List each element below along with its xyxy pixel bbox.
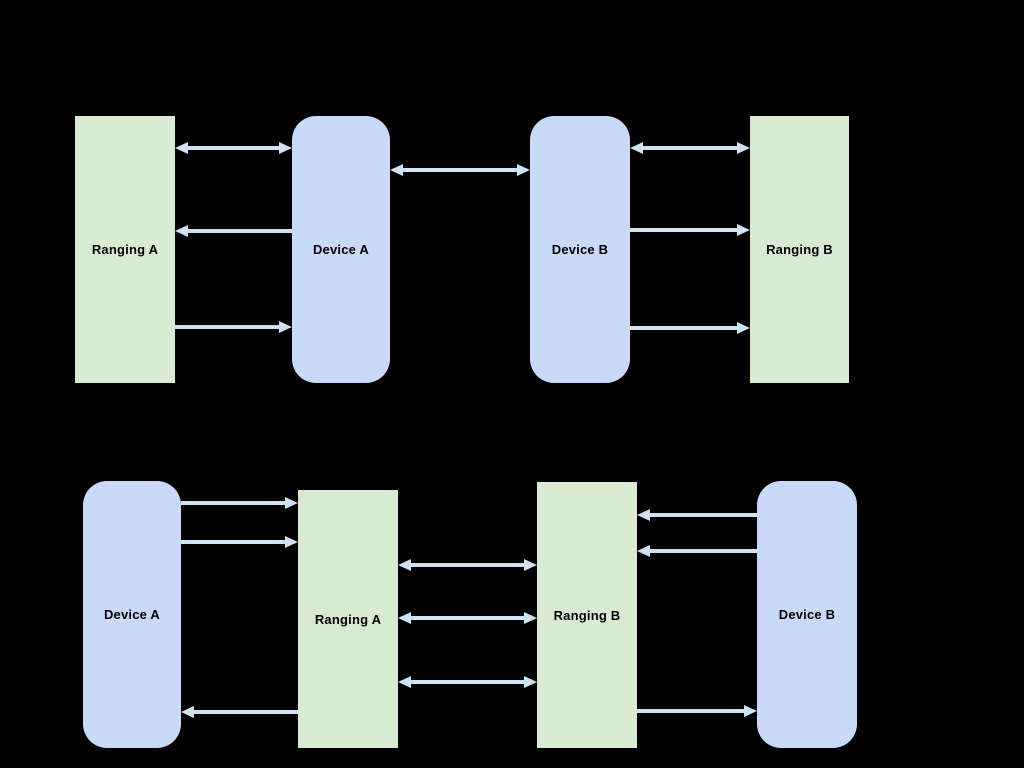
arrowhead-right-icon — [737, 224, 750, 236]
arrow-line — [181, 540, 289, 544]
arrowhead-left-icon — [175, 225, 188, 237]
node-label-device-b-top: Device B — [551, 242, 609, 257]
arrow-line — [184, 229, 292, 233]
arrow-device-a-bottom-to-ranging-a-bottom-7 — [181, 493, 298, 513]
arrowhead-left-icon — [637, 545, 650, 557]
arrowhead-left-icon — [630, 142, 643, 154]
arrowhead-right-icon — [737, 142, 750, 154]
node-device-b-bottom: Device B — [757, 481, 857, 748]
arrow-line — [184, 146, 283, 150]
arrow-line — [407, 680, 528, 684]
arrow-device-b-top-to-ranging-b-top-6 — [630, 318, 750, 338]
arrowhead-left-icon — [181, 706, 194, 718]
node-label-device-b-bottom: Device B — [778, 607, 836, 622]
node-device-a-top: Device A — [292, 116, 390, 383]
arrowhead-right-icon — [279, 321, 292, 333]
arrow-line — [646, 513, 757, 517]
node-label-device-a-bottom: Device A — [103, 607, 161, 622]
arrow-device-b-top-to-ranging-b-top-5 — [630, 220, 750, 240]
arrow-ranging-a-bottom-to-ranging-b-bottom-12 — [398, 672, 537, 692]
arrow-ranging-a-bottom-to-ranging-b-bottom-10 — [398, 555, 537, 575]
arrowhead-left-icon — [398, 559, 411, 571]
node-ranging-b-top: Ranging B — [750, 116, 849, 383]
arrow-ranging-a-bottom-to-device-a-bottom-9 — [181, 702, 298, 722]
node-device-a-bottom: Device A — [83, 481, 181, 748]
arrow-line — [646, 549, 757, 553]
arrow-line — [399, 168, 521, 172]
node-label-device-a-top: Device A — [312, 242, 370, 257]
arrow-device-a-top-to-ranging-a-top-0 — [175, 138, 292, 158]
node-label-ranging-a-bottom: Ranging A — [314, 611, 382, 627]
arrow-line — [407, 563, 528, 567]
node-ranging-a-top: Ranging A — [75, 116, 175, 383]
arrow-device-a-top-to-device-b-top-3 — [390, 160, 530, 180]
arrow-line — [639, 146, 741, 150]
arrowhead-right-icon — [524, 559, 537, 571]
arrowhead-right-icon — [517, 164, 530, 176]
arrowhead-left-icon — [390, 164, 403, 176]
arrow-device-b-bottom-to-ranging-b-bottom-14 — [637, 541, 757, 561]
node-label-ranging-b-top: Ranging B — [766, 242, 833, 257]
arrowhead-right-icon — [737, 322, 750, 334]
arrow-line — [637, 709, 748, 713]
node-ranging-a-bottom: Ranging A — [298, 490, 398, 748]
arrowhead-right-icon — [285, 497, 298, 509]
node-label-ranging-a-top: Ranging A — [91, 242, 159, 257]
node-ranging-b-bottom: Ranging B — [537, 482, 637, 748]
arrow-line — [175, 325, 283, 329]
arrow-device-b-top-to-ranging-b-top-4 — [630, 138, 750, 158]
node-device-b-top: Device B — [530, 116, 630, 383]
arrowhead-right-icon — [524, 612, 537, 624]
arrowhead-left-icon — [398, 612, 411, 624]
arrow-line — [630, 228, 741, 232]
arrow-ranging-b-bottom-to-device-b-bottom-15 — [637, 701, 757, 721]
arrow-device-a-bottom-to-ranging-a-bottom-8 — [181, 532, 298, 552]
arrow-device-b-bottom-to-ranging-b-bottom-13 — [637, 505, 757, 525]
node-label-ranging-b-bottom: Ranging B — [553, 607, 621, 623]
arrowhead-right-icon — [744, 705, 757, 717]
arrowhead-left-icon — [637, 509, 650, 521]
arrowhead-left-icon — [398, 676, 411, 688]
arrowhead-left-icon — [175, 142, 188, 154]
arrow-line — [407, 616, 528, 620]
arrow-device-a-top-to-ranging-a-top-1 — [175, 221, 292, 241]
arrowhead-right-icon — [524, 676, 537, 688]
arrowhead-right-icon — [279, 142, 292, 154]
arrow-ranging-a-bottom-to-ranging-b-bottom-11 — [398, 608, 537, 628]
arrow-line — [630, 326, 741, 330]
arrowhead-right-icon — [285, 536, 298, 548]
arrow-ranging-a-top-to-device-a-top-2 — [175, 317, 292, 337]
arrow-line — [181, 501, 289, 505]
arrow-line — [190, 710, 298, 714]
